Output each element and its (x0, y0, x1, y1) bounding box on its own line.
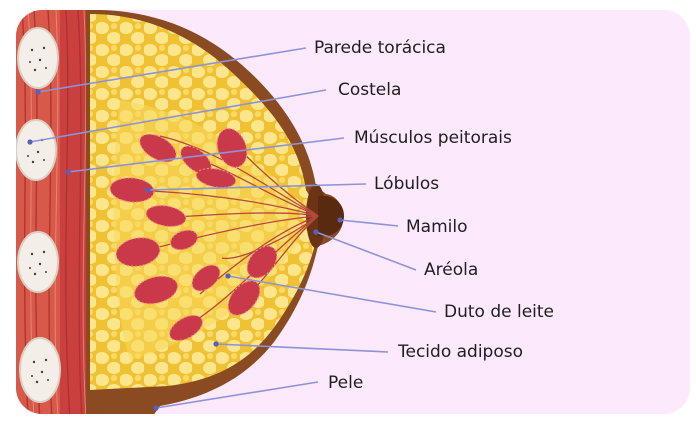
label-areola: Aréola (424, 260, 478, 280)
rib-bone (18, 232, 58, 292)
rib-bone (18, 28, 58, 88)
label-nipple: Mamilo (406, 217, 468, 237)
label-skin: Pele (328, 373, 363, 393)
label-adipose-tissue: Tecido adiposo (397, 342, 523, 362)
label-rib: Costela (338, 80, 401, 100)
rib-bone (20, 338, 60, 402)
label-milk-duct: Duto de leite (444, 302, 554, 322)
label-chest-wall: Parede torácica (314, 38, 446, 58)
label-lobules: Lóbulos (374, 174, 439, 194)
rib-bone (16, 120, 56, 180)
label-pectoral-muscles: Músculos peitorais (354, 128, 512, 148)
